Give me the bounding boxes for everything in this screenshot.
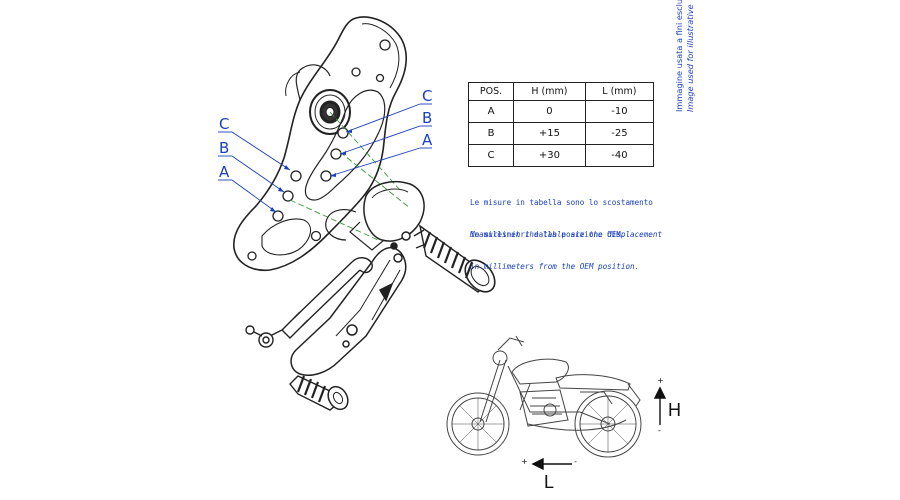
note-italian-line1: Le misure in tabella sono lo scostamento [470, 198, 653, 207]
cell-pos: B [467, 122, 515, 145]
right-callout-c: C [422, 87, 432, 105]
length-axis-label: L [544, 472, 555, 492]
length-minus-sign: - [574, 457, 577, 466]
position-table: POS. H (mm) L (mm) A 0 -10 B +15 -25 C +… [467, 82, 655, 167]
table-row: B +15 -25 [467, 122, 655, 145]
projection-lines [289, 111, 411, 241]
note-english: Measures in the table are the displaceme… [470, 209, 662, 283]
left-callout-b: B [219, 139, 229, 157]
cell-pos: A [467, 100, 515, 123]
col-header-l: L (mm) [584, 82, 655, 101]
length-plus-sign: + [521, 457, 528, 466]
note-english-line2: in millimeters from the OEM position. [470, 261, 640, 271]
side-disclaimer-line1: Immagine usata a fini esclusivi [674, 0, 684, 112]
linkage-rod [245, 257, 373, 348]
note-english-line1: Measures in the table are the displaceme… [470, 230, 663, 239]
cell-h: 0 [513, 100, 586, 123]
side-disclaimer-line2: Image used for illustrative [685, 4, 695, 112]
cell-pos: C [467, 144, 515, 167]
callout-arrowheads [270, 129, 352, 212]
height-axis-label: H [668, 400, 681, 420]
cell-l: -10 [584, 100, 655, 123]
right-callouts: C B A [422, 87, 433, 149]
note-italian: Le misure in tabella sono lo scostamento… [470, 177, 653, 251]
pivot-bearing [309, 89, 351, 135]
height-minus-sign: - [658, 426, 661, 435]
left-callout-c: C [219, 115, 229, 133]
left-callouts: C B A [219, 115, 230, 181]
motorcycle-illustration [446, 335, 642, 458]
dimension-arrows [531, 386, 667, 471]
side-disclaimer: Immagine usata a fini esclusivi Image us… [670, 0, 710, 122]
shift-toe-peg [289, 375, 349, 411]
footpeg-rubber [413, 224, 496, 293]
left-callout-a: A [219, 163, 230, 181]
table-row: A 0 -10 [467, 100, 655, 123]
cell-h: +30 [513, 144, 586, 167]
bracket-plate [233, 16, 408, 272]
shift-lever [290, 246, 407, 376]
note-italian-line2: in millimetri dalla posizione OEM. [470, 229, 626, 239]
mounting-holes [247, 39, 391, 261]
height-plus-sign: + [657, 376, 664, 385]
col-header-pos: POS. [467, 82, 515, 101]
right-callout-b: B [422, 109, 432, 127]
right-callout-a: A [422, 131, 433, 149]
footpeg-mount [325, 180, 425, 251]
col-header-h: H (mm) [513, 82, 586, 101]
cell-l: -40 [584, 144, 655, 167]
position-table-container: POS. H (mm) L (mm) A 0 -10 B +15 -25 C +… [467, 82, 655, 167]
table-header-row: POS. H (mm) L (mm) [467, 82, 655, 101]
callout-leaders [218, 103, 432, 213]
cell-l: -25 [584, 122, 655, 145]
cell-h: +15 [513, 122, 586, 145]
table-row: C +30 -40 [467, 144, 655, 167]
